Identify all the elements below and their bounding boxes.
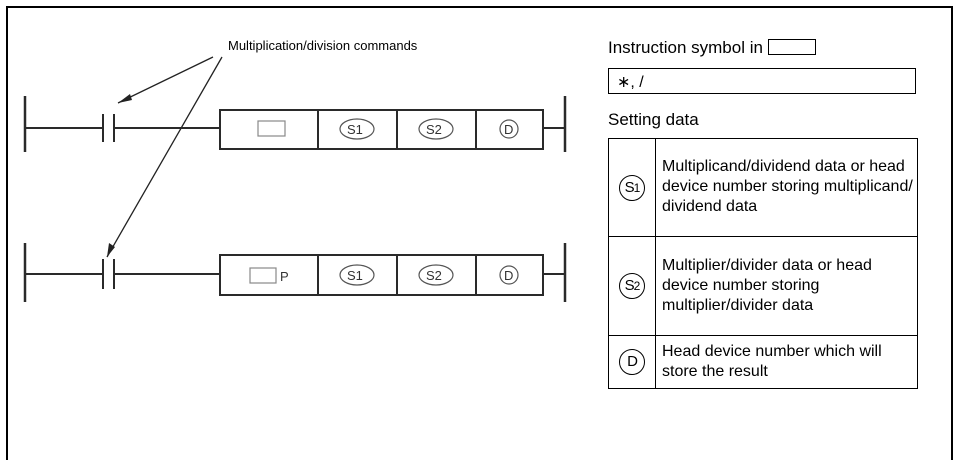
operand-s1-symbol — [339, 118, 375, 140]
operand-d-symbol — [499, 119, 519, 139]
instruction-block — [219, 254, 544, 296]
d-description: Head device number which will store the … — [655, 335, 918, 389]
operand-s1-label: S1 — [347, 268, 363, 283]
instruction-placeholder-box — [767, 39, 816, 55]
symbol-cell: D — [608, 335, 656, 389]
setting-data-table: S1 Multiplicand/dividend data or head de… — [608, 138, 918, 389]
pulse-suffix: P — [280, 269, 289, 284]
leader-line-2 — [106, 56, 223, 258]
instruction-placeholder — [257, 120, 286, 137]
arrowhead-2 — [107, 243, 115, 257]
s2-description: Multiplier/divider data or head device n… — [655, 236, 918, 336]
ladder-rung-1: S1 S2 D — [23, 96, 567, 152]
instruction-heading-text: Instruction symbol in — [608, 38, 763, 57]
operand-s2-label: S2 — [426, 122, 442, 137]
operand-s2-symbol — [418, 118, 454, 140]
instruction-placeholder — [249, 267, 277, 284]
symbol-cell: S1 — [608, 138, 656, 237]
s1-description: Multiplicand/dividend data or head devic… — [655, 138, 918, 237]
d-circled-symbol: D — [619, 349, 645, 375]
arrowhead-1 — [118, 94, 132, 103]
ladder-rung-2: P S1 S2 D — [23, 243, 567, 302]
instruction-heading: Instruction symbol in — [608, 37, 816, 59]
setting-row-d: D Head device number which will store th… — [608, 335, 918, 389]
symbol-cell: S2 — [608, 236, 656, 336]
operand-s1-label: S1 — [347, 122, 363, 137]
operand-d-label: D — [504, 122, 513, 137]
s2-circled-symbol: S2 — [619, 273, 645, 299]
operand-s2-symbol — [418, 264, 454, 286]
annotation-label: Multiplication/division commands — [228, 38, 418, 53]
operand-d-symbol — [499, 265, 519, 285]
annotation-arrows — [106, 56, 223, 258]
setting-row-s2: S2 Multiplier/divider data or head devic… — [608, 236, 918, 336]
leader-line-1 — [117, 56, 214, 104]
setting-row-s1: S1 Multiplicand/dividend data or head de… — [608, 138, 918, 237]
operand-d-label: D — [504, 268, 513, 283]
ladder-diagram: Multiplication/division commands S1 S2 — [23, 38, 567, 302]
instruction-block — [219, 109, 544, 150]
page-frame — [6, 6, 953, 460]
operand-s2-label: S2 — [426, 268, 442, 283]
setting-data-heading: Setting data — [608, 110, 699, 129]
s1-circled-symbol: S1 — [619, 174, 645, 201]
instruction-symbols: ∗, / — [617, 74, 644, 91]
operand-s1-symbol — [339, 264, 375, 286]
instruction-symbols-box: ∗, / — [608, 68, 916, 94]
